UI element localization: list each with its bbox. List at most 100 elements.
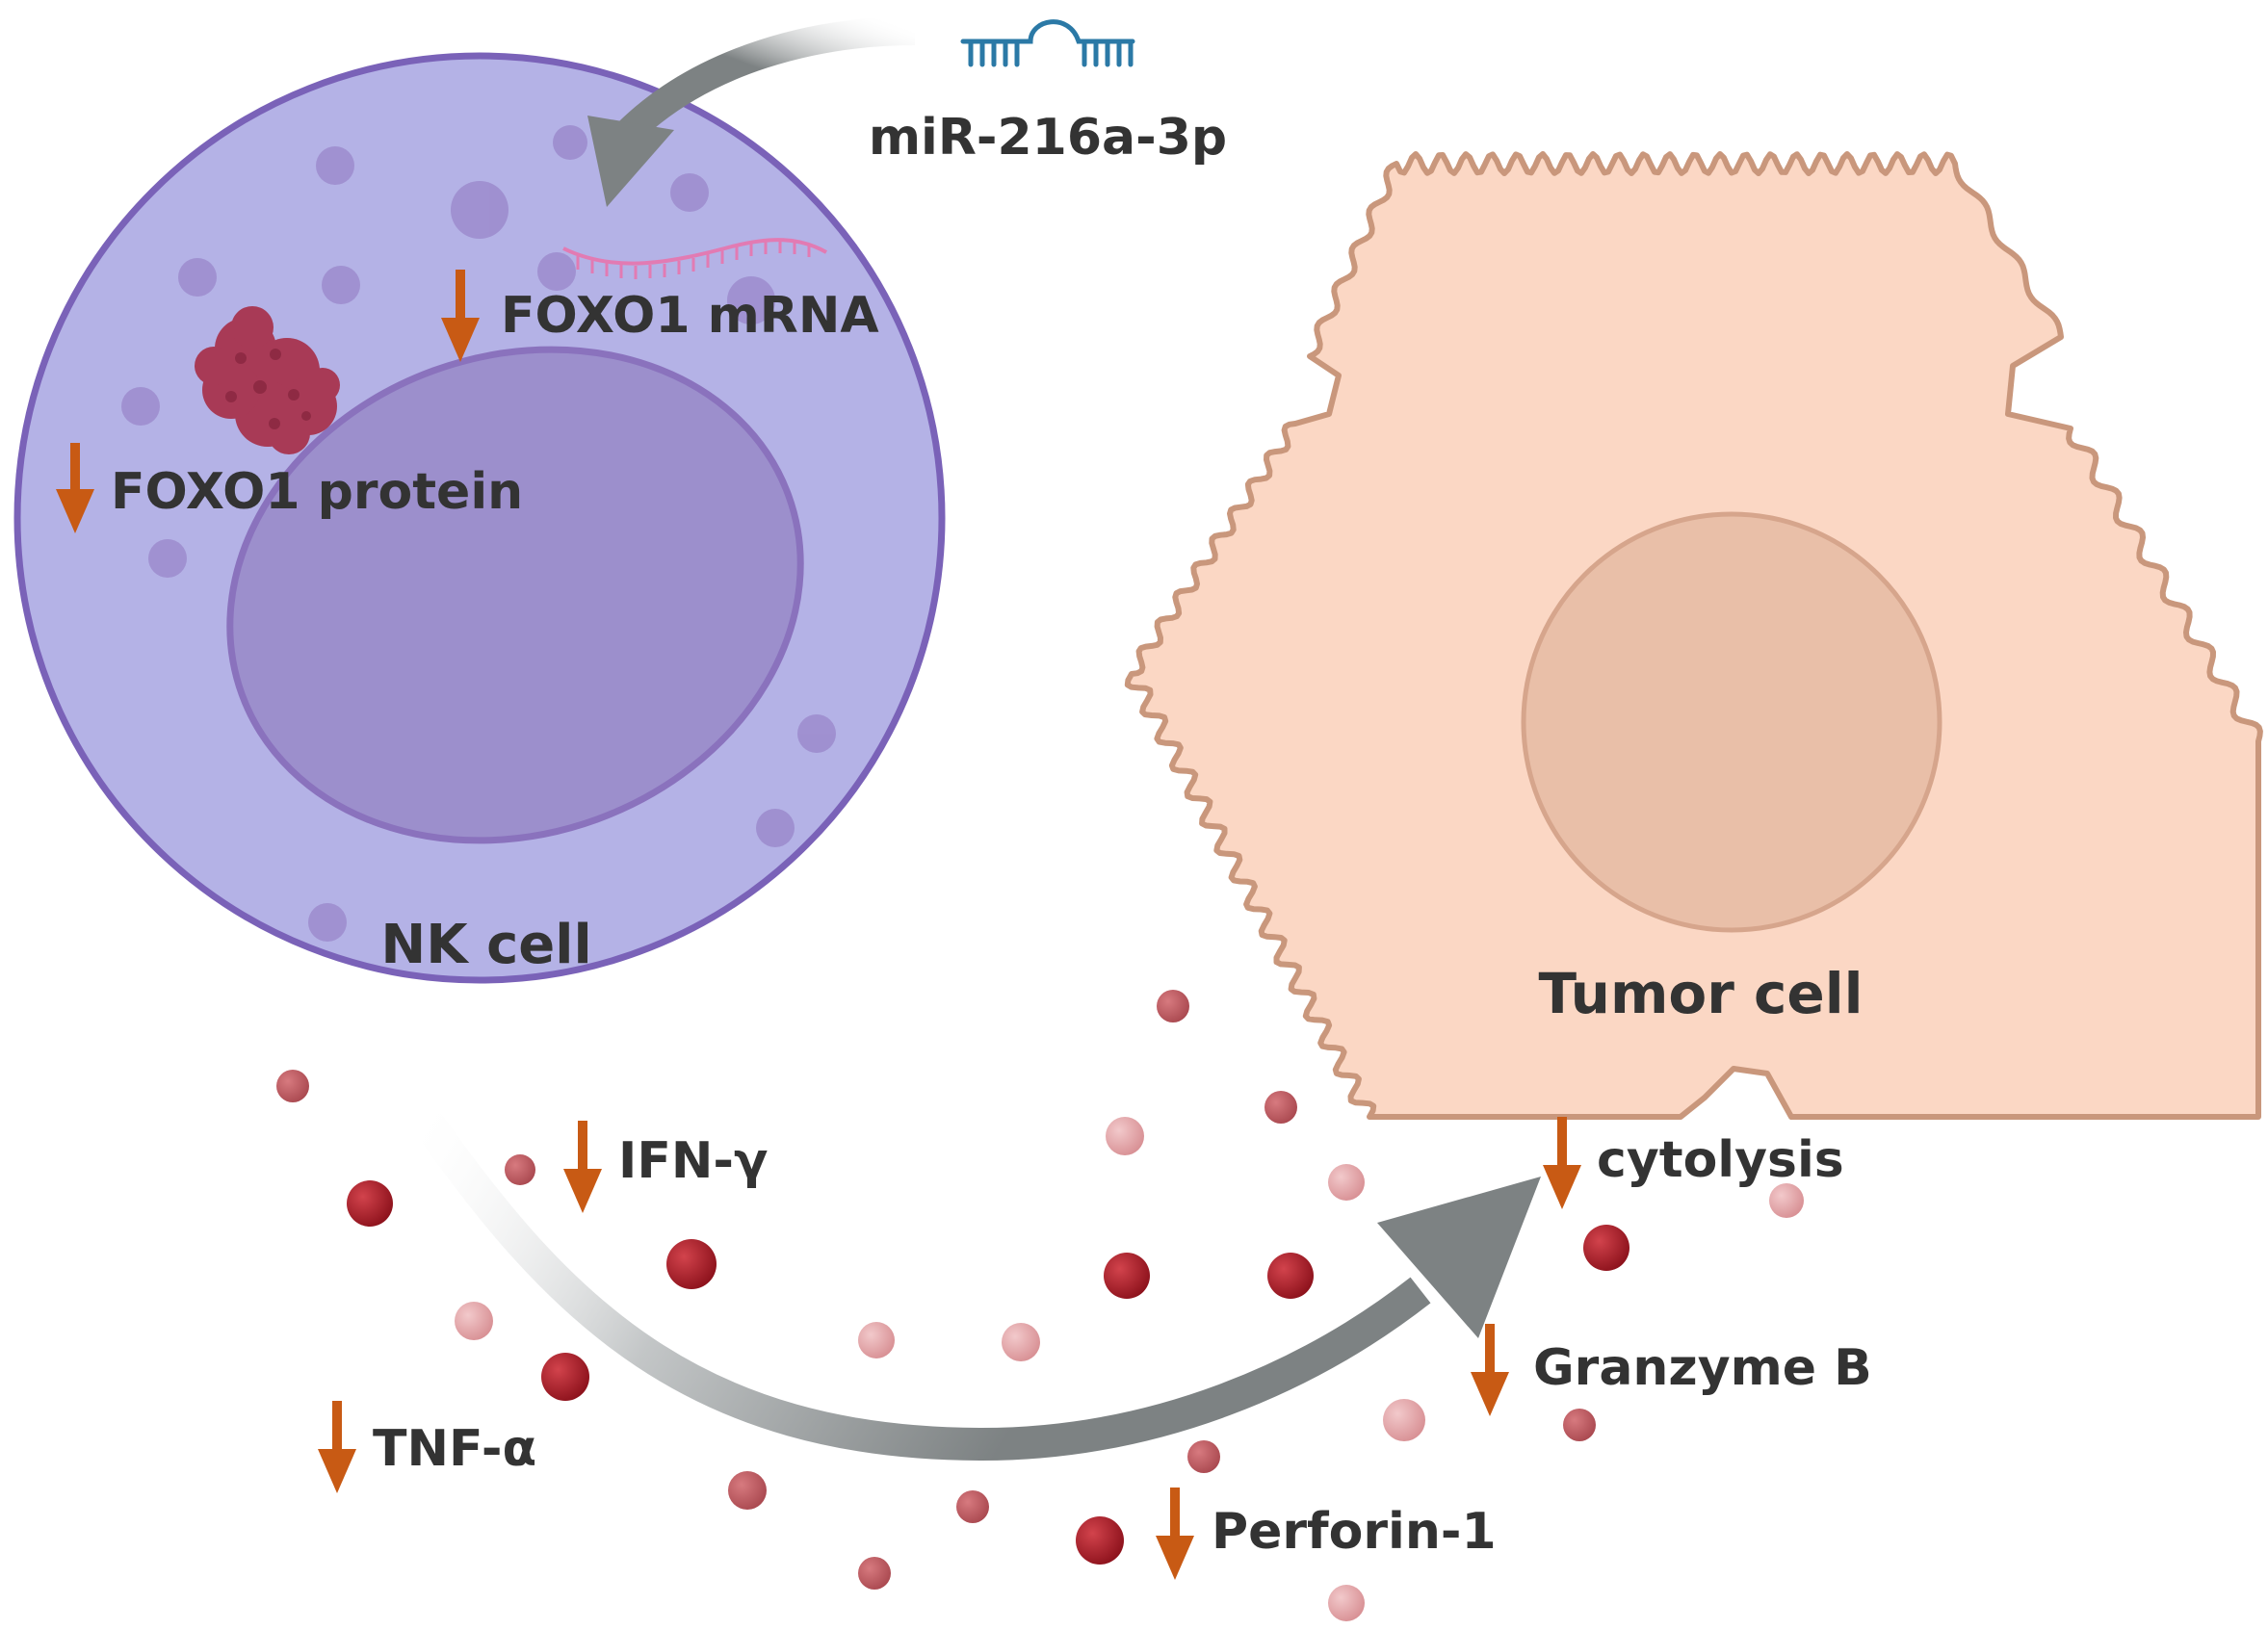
cytotoxic-granules [276,990,1804,1621]
cytoplasm-granule [316,146,354,185]
mirna-hairpin-icon [960,19,1135,67]
down-arrow-icon [318,1401,356,1493]
cytoplasm-granule [178,258,217,297]
ifn-gamma-label: IFN-γ [618,1132,768,1190]
granule [1157,990,1189,1022]
granzyme-b-label: Granzyme B [1533,1339,1872,1397]
down-arrow-head [1156,1536,1194,1580]
tnf-alpha-label: TNF-α [373,1420,536,1478]
curved-arrow-icon [410,1107,1431,1462]
curved-arrow-head [1377,1177,1541,1338]
aggregate-texture-dot [270,349,281,360]
cytolysis-label: cytolysis [1597,1131,1844,1189]
nk-cell-nucleus [226,346,804,844]
mirna-label: miR-216a-3p [869,109,1227,167]
down-arrow-head [318,1449,356,1493]
granule [1328,1164,1365,1201]
down-arrow-head [563,1169,602,1213]
granule [666,1239,717,1289]
granule [858,1557,891,1590]
aggregate-blob [305,368,340,402]
cytoplasm-granule [727,276,775,324]
granule [1264,1091,1297,1124]
granule [1563,1409,1596,1441]
mirna-strand [960,19,1135,44]
granule [455,1302,493,1340]
foxo1-mrna-strand [562,238,827,279]
aggregate-texture [225,349,311,429]
granule [505,1154,535,1185]
foxo1-protein-label: FOXO1 protein [111,463,523,521]
mirna-bases [968,39,1134,67]
aggregate-blob [231,306,274,349]
aggregate-blob [195,347,233,385]
cytoplasm-granule [553,125,587,160]
cytoplasm-granule [148,539,187,578]
granule [1106,1117,1144,1155]
cytoplasm-granule [537,252,576,291]
mirna-entry-arrow [587,16,916,207]
down-arrow-head [441,318,480,362]
cytoplasm-granule [322,266,360,304]
cytoplasm-granule [670,173,709,212]
down-arrow-head [1543,1165,1581,1209]
nk-cell-label: NK cell [380,914,591,976]
down-arrow-shaft [578,1121,587,1178]
granule [1002,1323,1040,1361]
granule [1769,1183,1804,1218]
granule [1383,1399,1425,1441]
down-arrow-shaft [1170,1488,1180,1545]
down-arrow-icon [1543,1117,1581,1209]
mrna-backbone [562,238,827,266]
aggregate-texture-dot [288,389,300,401]
granule [858,1322,895,1358]
down-arrow-icon [1471,1324,1509,1416]
granule [1583,1225,1629,1271]
cytoplasm-granule [797,714,836,753]
nk-cell [13,52,946,984]
down-arrow-shaft [1485,1324,1495,1382]
granule [1187,1440,1220,1473]
mrna-bases [576,240,811,279]
granule [1076,1516,1124,1565]
granule [276,1070,309,1102]
aggregate-texture-dot [301,411,311,421]
aggregate-texture-dot [225,391,237,402]
down-arrow-shaft [70,443,80,499]
cytoplasm-granule [121,387,160,426]
tumor-cell [1124,151,2263,1120]
cytoplasm-granule [451,181,508,239]
nk-to-tumor-arrow [410,1107,1541,1462]
tumor-cell-label: Tumor cell [1538,961,1863,1026]
down-arrow-icon [563,1121,602,1213]
foxo1-protein-aggregate [195,306,340,454]
foxo1-mrna-label: FOXO1 mRNA [501,287,879,345]
granule [1328,1585,1365,1621]
down-arrow-icon [1156,1488,1194,1580]
down-arrows [56,270,1581,1580]
aggregate-texture-dot [269,418,280,429]
granule [956,1490,989,1523]
down-arrow-head [56,489,94,533]
curved-arrow-head [587,116,674,207]
aggregate-texture-dot [235,352,247,364]
down-arrow-shaft [1557,1117,1567,1175]
down-arrow-icon [441,270,480,362]
down-arrow-shaft [332,1401,342,1459]
granule [1267,1253,1314,1299]
cytoplasmic-granules [121,125,836,942]
granule [1104,1253,1150,1299]
perforin-1-label: Perforin-1 [1212,1503,1497,1561]
granule [728,1471,767,1510]
curved-arrow-icon [615,16,916,145]
down-arrow-head [1471,1372,1509,1416]
aggregate-texture-dot [253,380,267,394]
down-arrow-icon [56,443,94,533]
granule [541,1353,589,1401]
down-arrow-shaft [456,270,465,327]
granule [347,1180,393,1227]
cytoplasm-granule [308,903,347,942]
cytoplasm-granule [756,809,795,847]
